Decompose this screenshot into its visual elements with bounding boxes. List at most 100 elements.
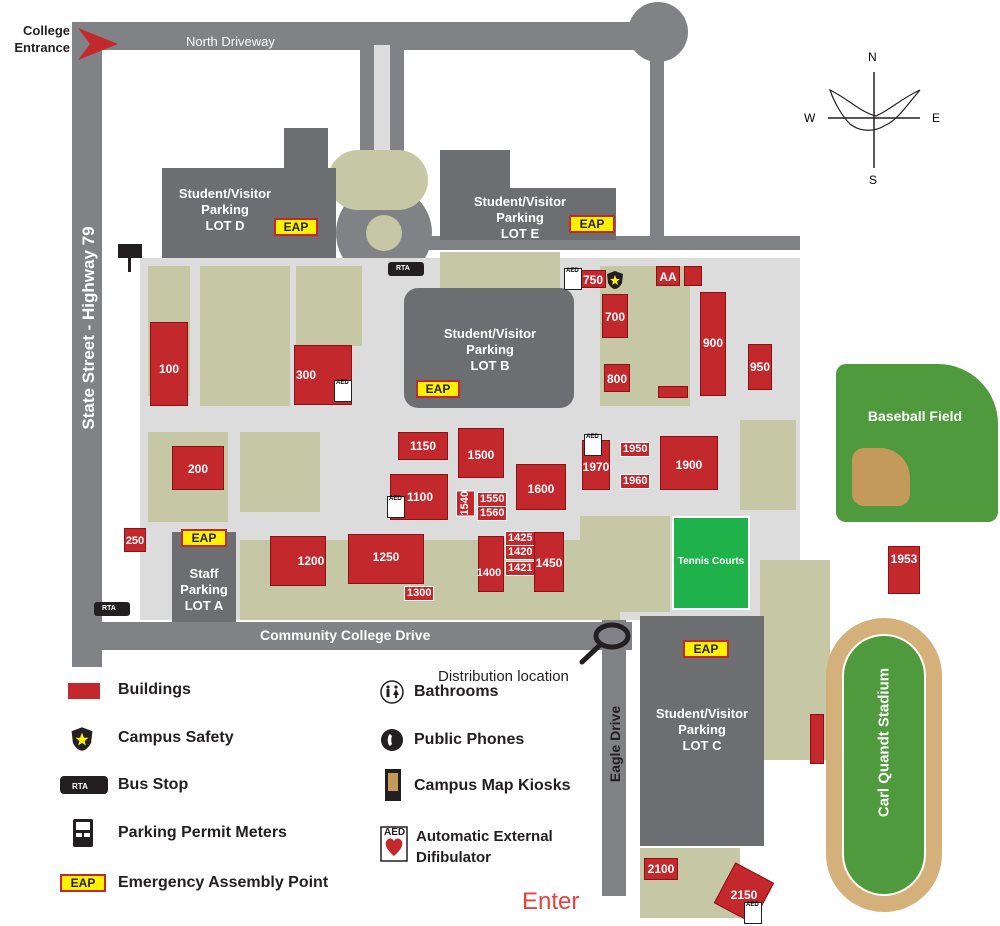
building-700-label: 700 (604, 310, 626, 324)
lot-d (162, 168, 336, 258)
building-aa[interactable] (656, 266, 680, 286)
aed-marker-750-label: AED (566, 268, 579, 274)
building-1900[interactable] (660, 436, 718, 490)
building-1425[interactable]: 1425 (505, 531, 536, 546)
compass-east: E (932, 111, 941, 125)
building-1500[interactable] (458, 428, 504, 478)
building-1560[interactable]: 1560 (477, 506, 508, 521)
building-1150-label: 1150 (409, 439, 437, 453)
lot-d-upper (284, 128, 328, 178)
lot-b-label: Student/Visitor Parking LOT B (443, 326, 537, 373)
sign-marker (118, 244, 142, 258)
building-2100-label: 2100 (647, 862, 675, 876)
lot-c-label: Student/Visitor Parking LOT C (655, 706, 749, 753)
legend-campus-safety: Campus Safety (118, 729, 234, 746)
building-1250[interactable] (348, 534, 424, 584)
building-250[interactable] (124, 528, 146, 552)
state-street-label: State Street - Highway 79 (79, 226, 98, 430)
building-1450-label: 1450 (535, 556, 563, 570)
lawn-area-2 (200, 266, 290, 406)
building-1600[interactable] (516, 464, 566, 510)
lawn-area-5 (240, 432, 320, 512)
building-100[interactable] (150, 322, 188, 406)
building-1450[interactable] (534, 532, 564, 592)
aed-marker-2150-label: AED (746, 902, 759, 908)
community-college-drive-road (72, 622, 632, 650)
legend-kiosk-icon (385, 769, 401, 801)
entrance-arrow-icon (78, 28, 118, 60)
building-800[interactable] (604, 364, 630, 392)
tennis-courts (672, 516, 750, 610)
lawn-area-9 (440, 252, 560, 292)
aed-marker-1100-label: AED (389, 496, 402, 502)
legend-bus-stop: Bus Stop (118, 776, 189, 793)
aed-marker-300-label: AED (336, 380, 349, 386)
legend-public-phones: Public Phones (414, 731, 525, 748)
stadium-label: Carl Quandt Stadium (875, 667, 893, 818)
building-1953[interactable] (888, 546, 920, 594)
building-100-label: 100 (158, 362, 180, 376)
lawn-area-10 (328, 150, 428, 210)
lot-d-label: Student/Visitor Parking LOT D (178, 186, 272, 233)
compass-west: W (804, 111, 816, 125)
building-700[interactable] (602, 294, 628, 338)
legend-bus-icon (60, 776, 108, 794)
bus-stop-marker-north (388, 262, 424, 276)
building-aa-annex[interactable] (684, 266, 702, 286)
building-200[interactable] (172, 446, 224, 490)
north-driveway-label: North Driveway (186, 34, 275, 49)
legend-aed-line1: Automatic External (416, 828, 553, 845)
building-1421[interactable]: 1421 (505, 561, 536, 576)
building-250-label: 250 (125, 535, 145, 547)
legend-eap-icon: EAP (60, 874, 106, 892)
lot-a-label: Staff Parking LOT A (180, 566, 228, 613)
legend-aed-line2: Difibulator (416, 849, 491, 866)
building-900-label: 900 (702, 336, 724, 350)
building-1300[interactable]: 1300 (404, 586, 435, 601)
building-1400-label: 1400 (476, 567, 502, 579)
legend-campus-safety-icon (71, 727, 93, 751)
aed-marker-2150 (744, 902, 762, 924)
building-950[interactable] (748, 344, 772, 390)
legend-parking-meter-icon (73, 819, 93, 847)
legend-aed-icon-label: AED (384, 827, 406, 838)
building-stadium-annex[interactable] (810, 714, 824, 764)
building-800-label: 800 (606, 372, 628, 386)
legend-bus-icon-label: RTA (72, 782, 88, 791)
building-1550[interactable]: 1550 (477, 492, 508, 507)
baseball-infield (852, 448, 910, 506)
building-200-label: 200 (187, 462, 209, 476)
aed-marker-300 (334, 380, 352, 402)
lot-e-label: Student/Visitor Parking LOT E (473, 194, 567, 241)
building-900[interactable] (700, 292, 726, 396)
legend-building-swatch (68, 683, 100, 699)
building-1540[interactable]: 1540 (456, 490, 475, 517)
legend-eap: Emergency Assembly Point (118, 874, 329, 891)
building-1400[interactable] (478, 536, 504, 592)
distribution-location-label: Distribution location (438, 668, 569, 685)
aed-marker-1100 (387, 496, 405, 518)
building-1950[interactable]: 1950 (620, 442, 651, 457)
lot-e-upper (440, 150, 510, 190)
building-1150[interactable] (398, 432, 448, 460)
building-1960[interactable]: 1960 (620, 474, 651, 489)
building-300-label: 300 (296, 368, 317, 382)
campus-safety-marker-icon (607, 271, 623, 289)
building-aa-label: AA (659, 270, 677, 284)
legend-bathroom-icon (380, 680, 404, 704)
bus-stop-marker-north-label: RTA (396, 265, 410, 272)
building-annex-900[interactable] (658, 386, 688, 398)
building-1500-label: 1500 (467, 448, 495, 462)
aed-marker-1970 (584, 434, 602, 456)
building-1953-label: 1953 (890, 552, 918, 566)
building-1420[interactable]: 1420 (505, 545, 536, 560)
lawn-area-11 (580, 516, 670, 612)
eap-marker-lot-c: EAP (683, 640, 729, 658)
compass-south: S (869, 173, 878, 187)
building-2100[interactable] (644, 858, 678, 880)
legend-bathrooms: Bathrooms (414, 683, 499, 700)
legend-aed-icon (380, 826, 408, 862)
building-1100-label: 1100 (406, 490, 434, 504)
building-1200-label: 1200 (297, 554, 325, 568)
building-1200[interactable] (270, 536, 326, 586)
